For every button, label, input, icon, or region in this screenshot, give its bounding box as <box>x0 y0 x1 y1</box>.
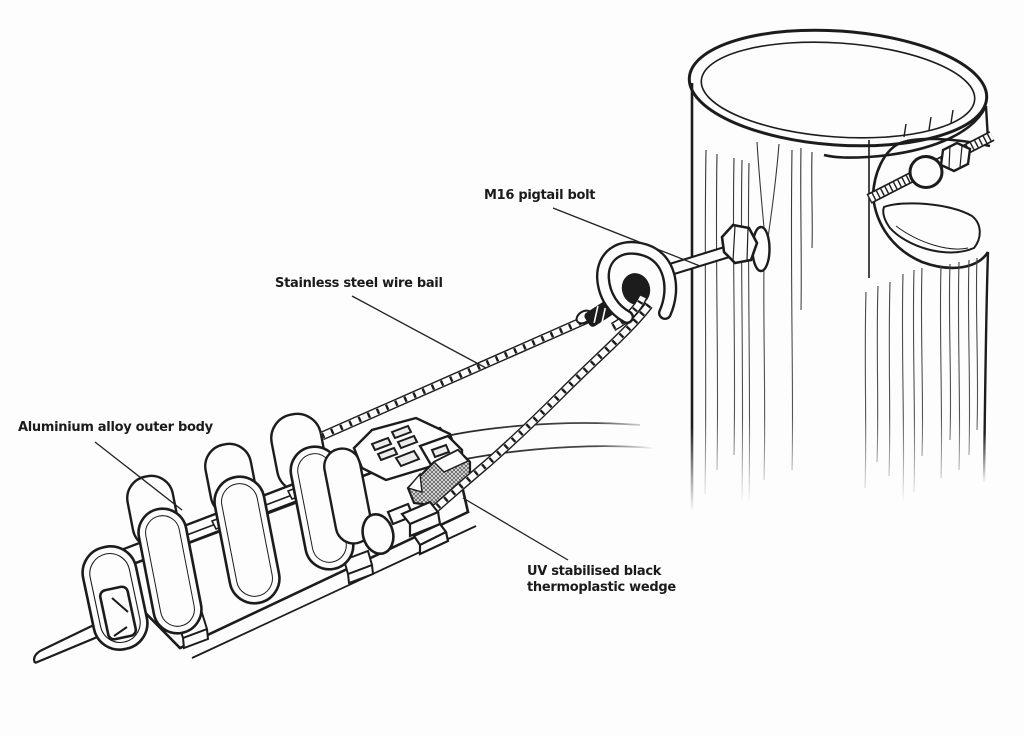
release-knob <box>361 512 395 556</box>
pole-notch <box>868 137 991 278</box>
wood-grain <box>704 141 979 506</box>
leader-line-wire-bail <box>351 295 487 369</box>
leader-lines <box>94 207 701 561</box>
label-aluminium-alloy-outer-body: Aluminium alloy outer body <box>18 420 213 435</box>
hook-eye-shadow <box>621 273 651 305</box>
clamp-end-fittings <box>361 500 450 556</box>
label-thermoplastic-wedge: UV stabilised black thermoplastic wedge <box>527 564 676 596</box>
bail-lower-strand <box>433 302 653 512</box>
cable-entry-hole <box>98 585 138 641</box>
clamp-left-flange <box>81 545 149 651</box>
utility-pole <box>687 28 995 510</box>
leader-line-pigtail-bolt <box>552 207 701 267</box>
leader-line-outer-body <box>94 441 183 511</box>
strap-4 <box>323 447 373 545</box>
wedge-clamp <box>32 412 477 665</box>
leader-line-wedge <box>462 497 569 561</box>
pigtail-bolt <box>596 223 771 324</box>
label-line-2: thermoplastic wedge <box>527 580 676 595</box>
strap-2 <box>213 475 281 605</box>
pigtail-hook <box>596 240 678 324</box>
label-stainless-steel-wire-bail: Stainless steel wire bail <box>275 276 443 291</box>
threaded-rod <box>866 131 995 204</box>
wire-bail <box>320 273 653 512</box>
label-line-1: UV stabilised black <box>527 564 662 579</box>
strap-1 <box>137 507 203 635</box>
rod-nut <box>939 141 972 173</box>
bail-upper-strand <box>320 312 594 441</box>
label-m16-pigtail-bolt: M16 pigtail bolt <box>484 188 596 203</box>
clamp-straps <box>137 445 373 635</box>
